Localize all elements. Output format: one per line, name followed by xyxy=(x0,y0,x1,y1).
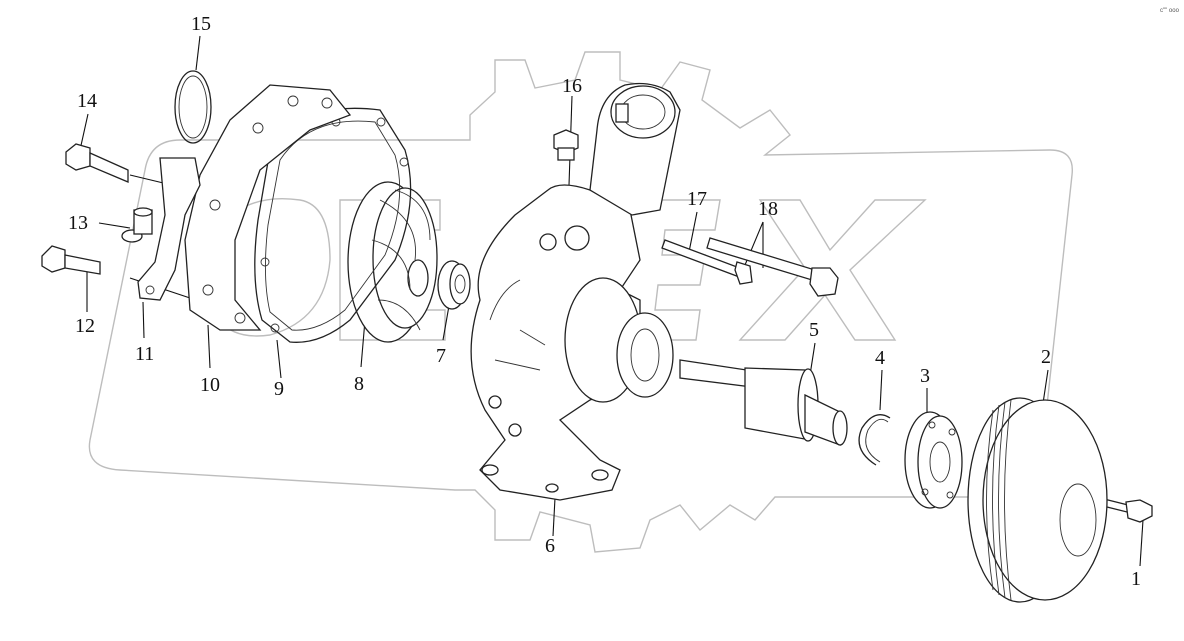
callout-11: 11 xyxy=(135,343,154,365)
callout-15: 15 xyxy=(191,13,211,35)
hub-flange-3 xyxy=(904,411,963,509)
callout-14: 14 xyxy=(77,90,97,112)
bolt-14 xyxy=(65,143,129,183)
callout-1: 1 xyxy=(1131,568,1141,590)
shaft-bearing-5 xyxy=(679,359,848,446)
callout-numbers: 1 2 3 4 5 6 7 8 9 10 11 12 13 14 15 16 1… xyxy=(68,13,1141,590)
pulley-2 xyxy=(967,397,1108,603)
callout-18: 18 xyxy=(758,198,778,220)
seal-7 xyxy=(437,260,471,310)
corner-mark: с"" ооо xyxy=(1160,8,1180,14)
callout-16: 16 xyxy=(562,75,582,97)
impeller-8 xyxy=(347,181,438,343)
callout-3: 3 xyxy=(920,365,930,387)
plug-13 xyxy=(121,207,153,243)
callout-17: 17 xyxy=(687,188,707,210)
callout-7: 7 xyxy=(436,345,446,367)
pump-housing-6 xyxy=(470,82,681,501)
callout-4: 4 xyxy=(875,347,885,369)
bolt-18 xyxy=(706,237,839,297)
callout-5: 5 xyxy=(809,319,819,341)
bracket-plate-11 xyxy=(137,157,201,301)
callout-13: 13 xyxy=(68,212,88,234)
callout-12: 12 xyxy=(75,315,95,337)
callout-2: 2 xyxy=(1041,346,1051,368)
plug-16 xyxy=(553,129,579,161)
cover-10 xyxy=(184,84,352,331)
o-ring-15 xyxy=(174,70,212,144)
callout-10: 10 xyxy=(200,374,220,396)
callout-9: 9 xyxy=(274,378,284,400)
callout-8: 8 xyxy=(354,373,364,395)
stud-17 xyxy=(661,239,753,285)
snap-ring-4 xyxy=(858,414,891,466)
callout-6: 6 xyxy=(545,535,555,557)
bolt-12 xyxy=(41,245,101,275)
